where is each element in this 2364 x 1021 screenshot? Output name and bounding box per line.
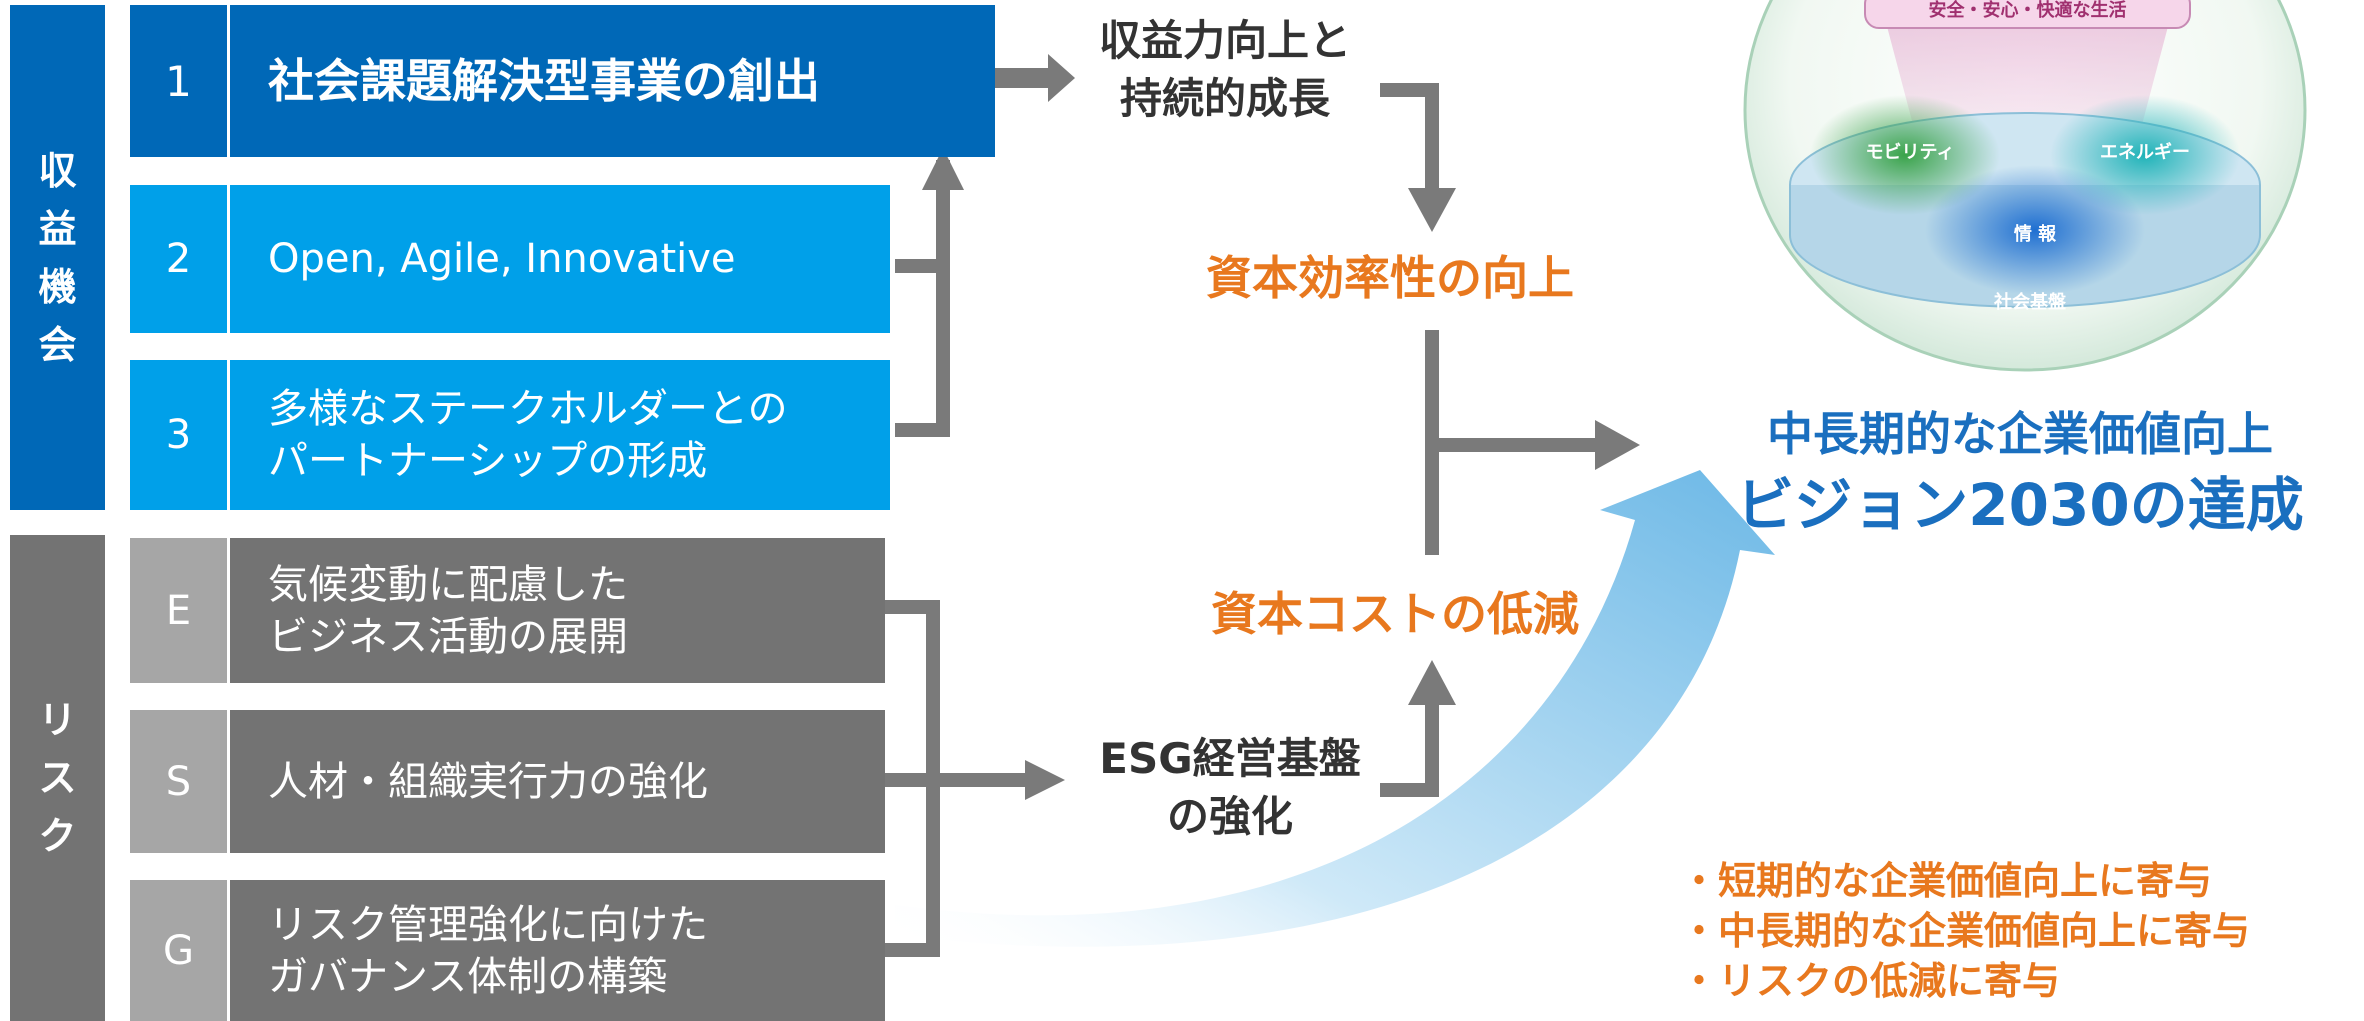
bullet-3: ・リスクの低減に寄与: [1680, 959, 2061, 1003]
item-g-label: リスク管理強化に向けた ガバナンス体制の構築: [230, 880, 885, 1021]
item-g-line-1: リスク管理強化に向けた: [268, 901, 708, 948]
item-2-number: 2: [130, 185, 227, 333]
item-3-label: 多様なステークホルダーとの パートナーシップの形成: [230, 360, 890, 510]
opportunity-char-3: 機: [38, 264, 77, 309]
sphere-mobility-label: モビリティ: [1865, 142, 1955, 163]
esg-line-2: の強化: [1166, 792, 1293, 841]
bullet-3-text: リスクの低減に寄与: [1718, 959, 2061, 1003]
item-s-number: S: [130, 710, 227, 853]
profit-growth-line-1: 収益力向上と: [1098, 16, 1351, 65]
item-1-number: 1: [130, 5, 227, 157]
item-1-label: 社会課題解決型事業の創出: [230, 5, 995, 157]
risk-connector: [885, 600, 1030, 957]
sphere-top-label: 安全・安心・快適な生活: [1928, 0, 2127, 21]
item-2-label: Open, Agile, Innovative: [230, 185, 890, 333]
opportunity-connector: [895, 160, 950, 437]
risk-char-1: リ: [38, 698, 77, 742]
profit-growth-text: 収益力向上と 持続的成長: [1070, 12, 1380, 128]
goal-line-2: ビジョン2030の達成: [1736, 471, 2304, 539]
item-3-line-2: パートナーシップの形成: [268, 438, 708, 484]
item-e-label: 気候変動に配慮した ビジネス活動の展開: [230, 538, 885, 683]
risk-char-2: ス: [38, 756, 77, 800]
goal-line-1: 中長期的な企業価値向上: [1767, 407, 2273, 461]
bullet-1: ・短期的な企業価値向上に寄与: [1680, 859, 2213, 903]
capital-efficiency-text: 資本効率性の向上: [1206, 251, 1574, 305]
capital-cost-text: 資本コストの低減: [1211, 587, 1579, 641]
bullet-1-text: 短期的な企業価値向上に寄与: [1718, 859, 2213, 903]
sphere-info-label: 情 報: [2013, 224, 2057, 245]
item-3-number: 3: [130, 360, 227, 510]
esg-text: ESG経営基盤 の強化: [1065, 730, 1395, 846]
vision-sphere: [1743, 0, 2307, 372]
profit-connector: [1380, 83, 1439, 195]
item-1-line-1: 社会課題解決型事業の創出: [268, 54, 820, 108]
esg-connector: [1380, 700, 1439, 797]
arrow-to-profit: [993, 54, 1075, 102]
arrow-to-goal: [1595, 420, 1640, 470]
bullet-2: ・中長期的な企業価値向上に寄与: [1680, 909, 2251, 953]
sphere-energy-label: エネルギー: [2100, 142, 2190, 163]
opportunity-group-label: 収 益 機 会: [10, 5, 105, 510]
item-e-number: E: [130, 538, 227, 683]
sphere-base-label: 社会基盤: [1994, 292, 2066, 313]
opportunity-char-4: 会: [38, 322, 77, 367]
item-g-line-2: ガバナンス体制の構築: [268, 953, 668, 1000]
opportunity-char-1: 収: [38, 148, 77, 193]
esg-line-1: ESG経営基盤: [1099, 734, 1361, 783]
item-s-line-1: 人材・組織実行力の強化: [268, 758, 708, 805]
item-g-number: G: [130, 880, 227, 1021]
arrow-to-esg: [1025, 760, 1065, 800]
arrow-up-cost: [1408, 660, 1456, 705]
profit-growth-line-2: 持続的成長: [1119, 74, 1330, 123]
connector-arrowhead-up: [922, 148, 964, 190]
risk-group-label: リ ス ク: [10, 535, 105, 1021]
item-2-line-1: Open, Agile, Innovative: [268, 236, 736, 282]
bullet-2-text: 中長期的な企業価値向上に寄与: [1718, 909, 2251, 953]
risk-char-3: ク: [38, 814, 77, 858]
item-e-line-2: ビジネス活動の展開: [268, 613, 628, 660]
item-s-label: 人材・組織実行力の強化: [230, 710, 885, 853]
opportunity-char-2: 益: [38, 206, 77, 251]
item-3-line-1: 多様なステークホルダーとの: [268, 386, 788, 432]
growth-arrow: [895, 470, 1775, 947]
arrow-down-efficiency: [1408, 188, 1456, 232]
item-e-line-1: 気候変動に配慮した: [268, 561, 628, 608]
